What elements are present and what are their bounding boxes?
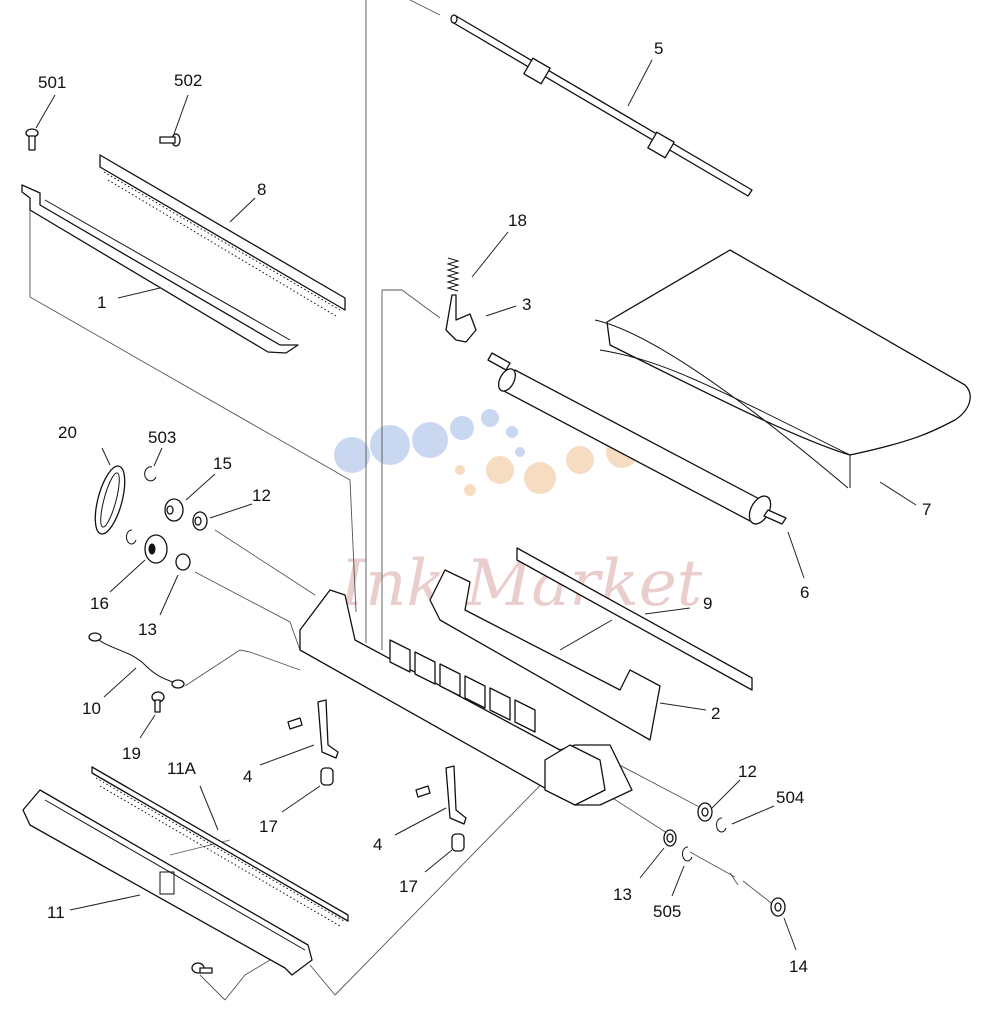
- callout-15: 15: [213, 454, 232, 473]
- screw-part-19-icon: [151, 691, 165, 713]
- callout-13-right: 13: [613, 885, 632, 904]
- bushing-part-12-right: [697, 802, 713, 822]
- callout-19: 19: [122, 744, 141, 763]
- callout-17-right: 17: [399, 877, 418, 896]
- callout-1: 1: [97, 293, 106, 312]
- callout-4-right: 4: [373, 835, 382, 854]
- callout-502: 502: [174, 71, 202, 90]
- e-ring-503-icon: [144, 466, 157, 482]
- callout-12-right: 12: [738, 762, 757, 781]
- shaft-part-5: [450, 14, 753, 197]
- bracket-part-4-left: [287, 699, 339, 759]
- callout-10: 10: [82, 699, 101, 718]
- bushing-part-12-left: [192, 511, 208, 531]
- brush-strip-part-11A: [91, 766, 349, 927]
- e-ring-504-icon: [716, 817, 727, 833]
- spring-part-18: [446, 257, 460, 292]
- callout-17-left: 17: [259, 817, 278, 836]
- brush-strip-part-8: [99, 154, 346, 317]
- timing-belt-part-20: [94, 465, 126, 535]
- callout-7: 7: [922, 500, 931, 519]
- e-ring-left-icon: [126, 529, 137, 545]
- lever-part-3: [445, 294, 477, 343]
- callout-2: 2: [711, 704, 720, 723]
- callout-505: 505: [653, 902, 681, 921]
- bracket-part-4-right: [415, 765, 467, 825]
- callout-5: 5: [654, 39, 663, 58]
- callout-12-left: 12: [252, 486, 271, 505]
- screw-501-icon: [25, 128, 39, 151]
- gear-part-16: [144, 534, 168, 564]
- callout-18: 18: [508, 211, 527, 230]
- callout-20: 20: [58, 423, 77, 442]
- callout-14: 14: [789, 957, 808, 976]
- main-frame-assembly: [299, 589, 633, 806]
- callout-labels: 501 502 5 8 1 18 3 7 6 20 503 15 12 16 1…: [38, 39, 931, 976]
- callout-13-left: 13: [138, 620, 157, 639]
- callout-6: 6: [800, 583, 809, 602]
- roller-part-6: [487, 352, 787, 525]
- bushing-part-13-left: [175, 553, 191, 571]
- callout-11: 11: [47, 903, 65, 922]
- callout-8: 8: [257, 180, 266, 199]
- callout-9: 9: [703, 594, 712, 613]
- assembly-guide-lines: [29, 0, 776, 1001]
- callout-503: 503: [148, 428, 176, 447]
- screw-502-icon: [159, 133, 181, 147]
- callout-3: 3: [522, 295, 531, 314]
- guide-rail-part-11: [22, 789, 313, 976]
- callout-11A: 11A: [167, 759, 197, 778]
- callout-leader-lines: [35, 59, 917, 951]
- callout-504: 504: [776, 788, 804, 807]
- belt-part-7: [594, 249, 971, 489]
- bracket-rail-part-1: [21, 184, 299, 354]
- bushing-part-13-right: [663, 829, 677, 847]
- strip-part-9: [516, 547, 753, 691]
- callout-4-left: 4: [243, 767, 252, 786]
- pin-part-17-left: [320, 767, 334, 786]
- pin-part-17-right: [451, 833, 465, 852]
- pulley-part-15: [164, 498, 184, 522]
- sheet-part-2: [429, 569, 661, 741]
- bushing-part-14: [770, 897, 786, 917]
- e-ring-505-icon: [682, 846, 693, 862]
- screw-bottom-icon: [191, 962, 213, 974]
- cable-part-10: [88, 632, 185, 689]
- callout-16: 16: [90, 594, 109, 613]
- callout-501: 501: [38, 73, 66, 92]
